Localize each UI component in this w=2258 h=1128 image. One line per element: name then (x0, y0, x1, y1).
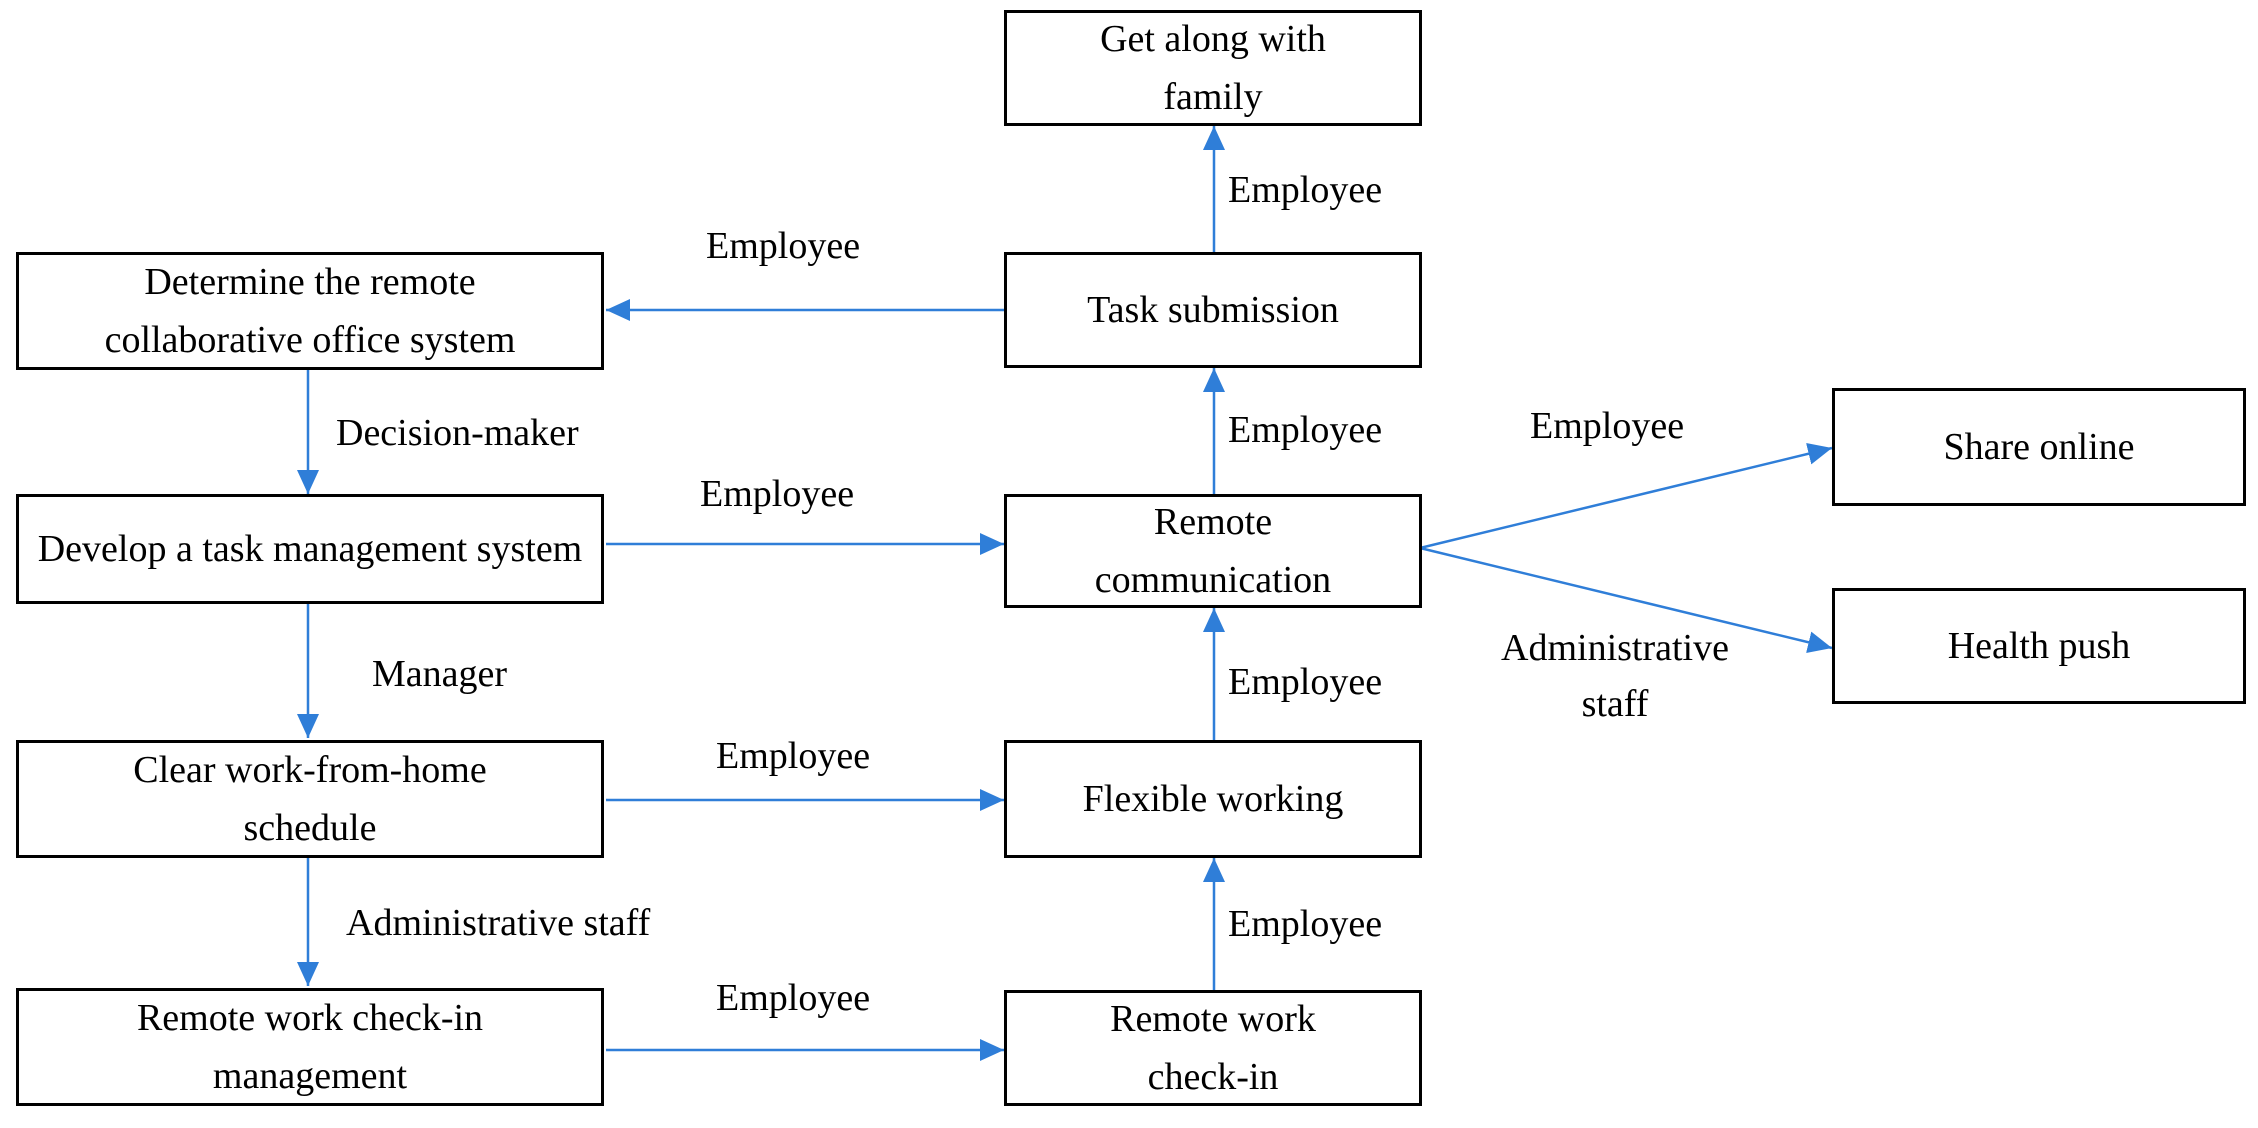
box-remote-checkin-label: Remote work check-in (1110, 998, 1316, 1098)
box-remote-communication-label: Remote communication (1094, 501, 1332, 601)
box-task-submission-label: Task submission (1087, 289, 1339, 331)
label-determine-to-develop: Decision-maker (336, 412, 579, 454)
label-task-to-family: Employee (1228, 169, 1383, 211)
arrow-comm-to-share (1419, 442, 1833, 550)
label-clear-to-flexible: Employee (716, 735, 871, 777)
arrow-comm-to-health (1419, 546, 1833, 654)
label-comm-to-health: Administrative staff (1501, 627, 1729, 725)
box-clear-schedule: Clear work-from-home schedule (16, 740, 604, 858)
label-develop-to-comm: Employee (700, 473, 855, 515)
label-comm-to-share: Employee (1530, 405, 1685, 447)
box-flexible-working: Flexible working (1004, 740, 1422, 858)
label-develop-to-clear: Manager (372, 653, 508, 695)
box-task-submission: Task submission (1004, 252, 1422, 368)
box-share-online-label: Share online (1943, 426, 2135, 468)
label-checkin-to-flexible: Employee (1228, 903, 1383, 945)
label-flexible-to-comm: Employee (1228, 661, 1383, 703)
box-flexible-working-label: Flexible working (1082, 778, 1344, 820)
box-determine-system-label: Determine the remote collaborative offic… (104, 261, 516, 361)
box-clear-schedule-label: Clear work-from-home schedule (133, 749, 487, 849)
box-remote-checkin: Remote work check-in (1004, 990, 1422, 1106)
box-get-along-family-label: Get along with family (1100, 18, 1326, 118)
box-get-along-family: Get along with family (1004, 10, 1422, 126)
box-health-push-label: Health push (1947, 625, 2131, 667)
label-task-to-determine: Employee (706, 225, 861, 267)
box-share-online: Share online (1832, 388, 2246, 506)
box-develop-task-system: Develop a task management system (16, 494, 604, 604)
label-clear-to-checkin-mgmt: Administrative staff (346, 902, 651, 944)
box-checkin-management-label: Remote work check-in management (136, 997, 484, 1097)
box-develop-task-system-label: Develop a task management system (37, 528, 583, 570)
box-remote-communication: Remote communication (1004, 494, 1422, 608)
label-comm-to-task: Employee (1228, 409, 1383, 451)
label-checkin-mgmt-to-checkin: Employee (716, 977, 871, 1019)
box-health-push: Health push (1832, 588, 2246, 704)
box-determine-system: Determine the remote collaborative offic… (16, 252, 604, 370)
box-checkin-management: Remote work check-in management (16, 988, 604, 1106)
